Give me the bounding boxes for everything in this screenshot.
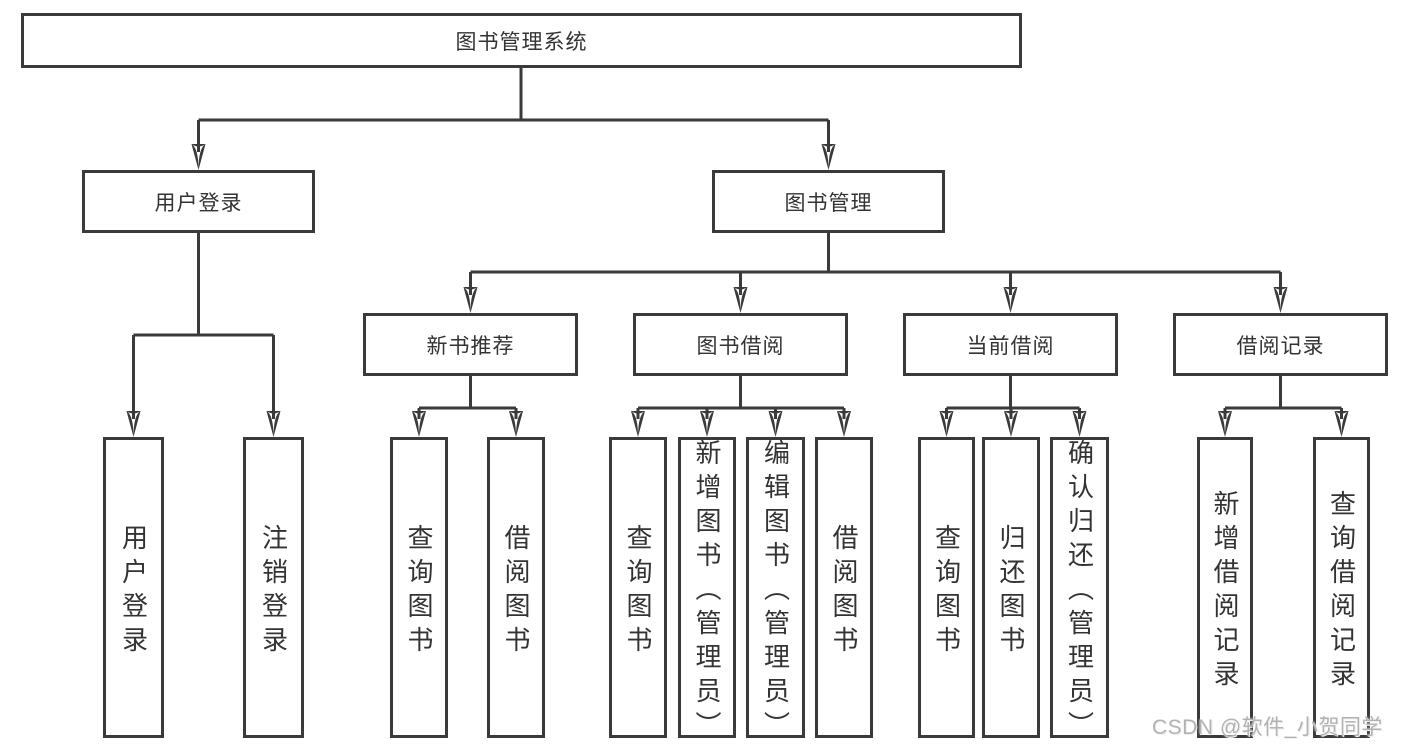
connector-new-book-to-leaves xyxy=(417,376,518,419)
connector-borrow-records-to-leaves xyxy=(1223,376,1343,419)
leaf-cb-confirm-return-admin: 确认归还（管理员） xyxy=(1050,437,1109,745)
leaf-bb-add-books-admin: 新增图书（管理员） xyxy=(678,437,736,745)
leaf-cb-confirm-return-admin-label: 确认归还（管理员） xyxy=(1064,438,1095,745)
leaf-bb-edit-books-admin: 编辑图书（管理员） xyxy=(746,437,805,745)
leaf-cb-return-books-label: 归还图书 xyxy=(996,523,1026,660)
connector-root-to-level2 xyxy=(197,68,830,152)
leaf-user-login-label: 用户登录 xyxy=(118,523,149,660)
connector-user-login-to-leaves xyxy=(132,233,275,419)
leaf-bb-edit-books-admin-label: 编辑图书（管理员） xyxy=(760,438,791,745)
node-book-management: 图书管理 xyxy=(712,170,945,233)
leaf-nb-borrow-books: 借阅图书 xyxy=(487,437,545,738)
node-borrow-records: 借阅记录 xyxy=(1173,313,1388,376)
leaf-user-login: 用户登录 xyxy=(103,437,164,738)
leaf-bb-query-books-label: 查询图书 xyxy=(623,523,653,660)
leaf-br-add-record-label: 新增借阅记录 xyxy=(1210,489,1240,694)
csdn-watermark: CSDN @软件_小贺同学 xyxy=(1152,716,1383,739)
leaf-cb-query-books: 查询图书 xyxy=(918,437,975,738)
leaf-logout: 注销登录 xyxy=(243,437,304,738)
leaf-bb-borrow-books: 借阅图书 xyxy=(815,437,873,738)
leaf-br-query-record-label: 查询借阅记录 xyxy=(1326,489,1357,694)
leaf-nb-query-books: 查询图书 xyxy=(390,437,448,738)
leaf-cb-return-books: 归还图书 xyxy=(982,437,1040,738)
connector-book-borrow-to-leaves xyxy=(636,376,846,419)
node-new-book-recommend: 新书推荐 xyxy=(363,313,578,376)
node-book-borrow: 图书借阅 xyxy=(633,313,848,376)
leaf-cb-query-books-label: 查询图书 xyxy=(931,523,962,660)
node-user-login: 用户登录 xyxy=(82,170,315,233)
leaf-nb-query-books-label: 查询图书 xyxy=(404,523,434,660)
leaf-bb-query-books: 查询图书 xyxy=(609,437,667,738)
leaf-br-add-record: 新增借阅记录 xyxy=(1197,437,1253,738)
leaf-logout-label: 注销登录 xyxy=(258,523,289,660)
leaf-nb-borrow-books-label: 借阅图书 xyxy=(501,523,531,660)
node-root-book-management-system: 图书管理系统 xyxy=(21,13,1022,68)
leaf-bb-add-books-admin-label: 新增图书（管理员） xyxy=(692,438,722,745)
leaf-bb-borrow-books-label: 借阅图书 xyxy=(829,523,859,660)
connector-book-mgmt-to-level3 xyxy=(469,233,1282,295)
node-current-borrow: 当前借阅 xyxy=(903,313,1118,376)
leaf-br-query-record: 查询借阅记录 xyxy=(1313,437,1370,738)
